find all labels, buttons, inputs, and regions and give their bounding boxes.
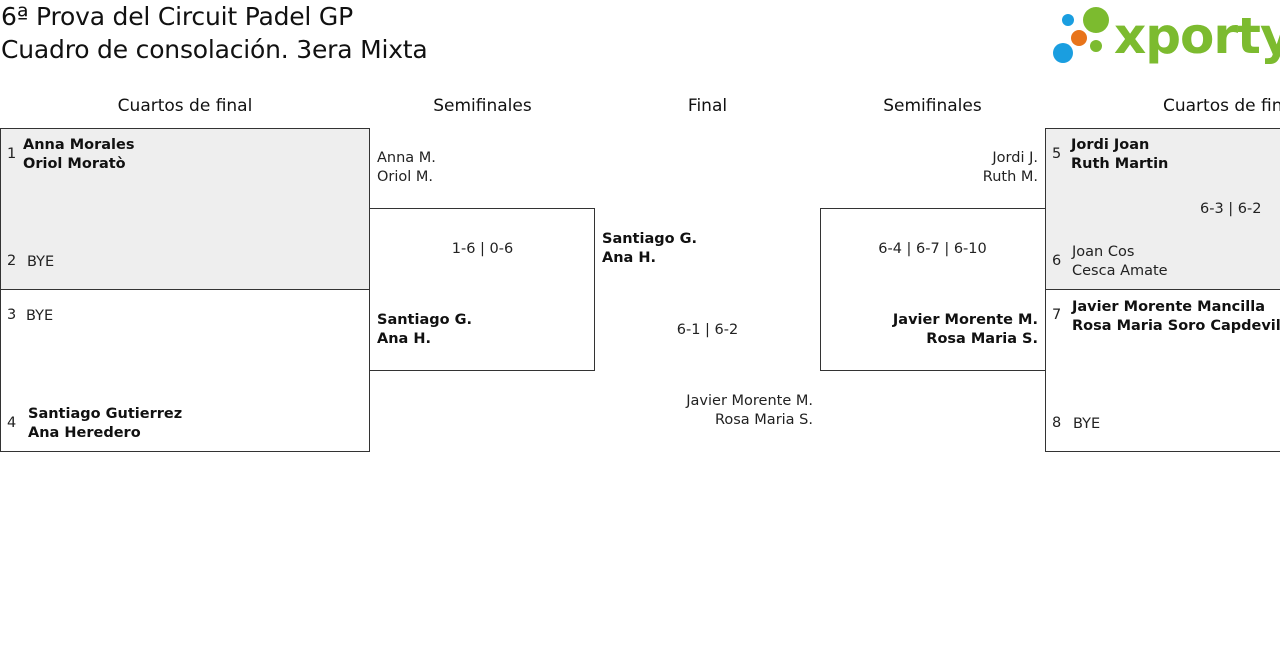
player-name: Jordi Joan [1071, 137, 1150, 153]
team-name: Oriol M. [377, 169, 434, 185]
team-name: Santiago G. [377, 312, 473, 328]
round-label-right-quarterfinals: Cuartos de final [1163, 96, 1280, 116]
player-name: Oriol Moratò [23, 156, 126, 172]
team-name: Ruth M. [982, 169, 1038, 185]
left-qf-match-1 [0, 128, 370, 290]
team-name: Jordi J. [992, 150, 1038, 166]
left-sf-match [369, 208, 595, 371]
player-name: Ana Heredero [28, 425, 141, 441]
team-name: Santiago G. [602, 231, 698, 247]
seed-number: 1 [7, 146, 17, 162]
player-name: Javier Morente Mancilla [1072, 299, 1265, 315]
logo-dots-icon [1053, 7, 1109, 63]
bye-label: BYE [27, 254, 55, 270]
seed-number: 3 [7, 307, 17, 323]
page-title: 6ª Prova del Circuit Padel GP [1, 2, 353, 31]
team-name: Ana H. [602, 250, 657, 266]
team-name: Javier Morente M. [686, 393, 813, 409]
round-label-left-semifinals: Semifinales [433, 96, 532, 116]
team-name: Ana H. [377, 331, 432, 347]
player-name: Joan Cos [1072, 244, 1135, 260]
player-name: Anna Morales [23, 137, 135, 153]
player-name: Ruth Martin [1071, 156, 1169, 172]
team-name: Anna M. [377, 150, 436, 166]
round-label-left-quarterfinals: Cuartos de final [117, 96, 253, 116]
match-score: 6-4 | 6-7 | 6-10 [878, 241, 987, 257]
seed-number: 4 [7, 415, 17, 431]
player-name: Rosa Maria Soro Capdevila [1072, 318, 1280, 334]
match-score: 1-6 | 0-6 [451, 241, 514, 257]
xporty-logo[interactable]: xporty [1050, 4, 1280, 68]
round-label-final: Final [687, 96, 728, 116]
right-qf-match-1 [1045, 128, 1280, 290]
player-name: Cesca Amate [1072, 263, 1168, 279]
seed-number: 2 [7, 253, 17, 269]
logo-text: xporty [1114, 7, 1280, 65]
seed-number: 7 [1052, 307, 1062, 323]
bye-label: BYE [26, 308, 54, 324]
team-name: Rosa Maria S. [926, 331, 1038, 347]
team-name: Rosa Maria S. [714, 412, 813, 428]
page-subtitle: Cuadro de consolación. 3era Mixta [1, 35, 428, 64]
seed-number: 5 [1052, 146, 1062, 162]
round-label-right-semifinals: Semifinales [883, 96, 982, 116]
player-name: Santiago Gutierrez [28, 406, 183, 422]
seed-number: 8 [1052, 415, 1062, 431]
team-name: Javier Morente M. [892, 312, 1038, 328]
final-score: 6-1 | 6-2 [676, 322, 739, 338]
match-score: 6-3 | 6-2 [1200, 201, 1262, 217]
right-qf-match-2 [1045, 289, 1280, 452]
bye-label: BYE [1073, 416, 1101, 432]
seed-number: 6 [1052, 253, 1062, 269]
